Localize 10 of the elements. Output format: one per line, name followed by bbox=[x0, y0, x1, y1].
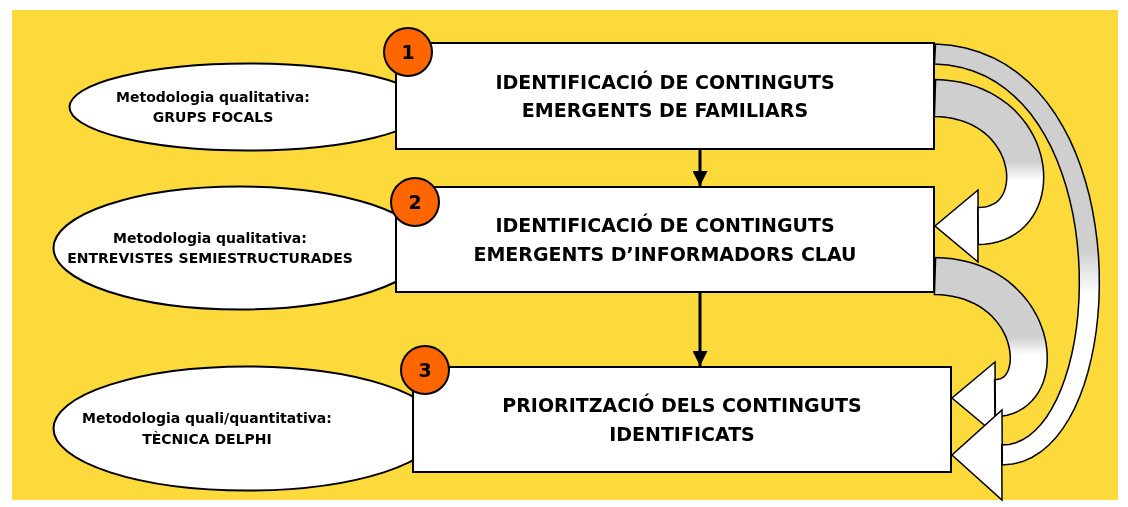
arrow bbox=[692, 150, 708, 186]
method-name-label: GRUPS FOCALS bbox=[152, 108, 274, 127]
method-type-label: Metodologia qualitativa: bbox=[116, 87, 310, 107]
method-type-label: Metodologia qualitativa: bbox=[113, 228, 307, 248]
method-name-label: TÈCNICA DELPHI bbox=[142, 429, 272, 449]
method-type-label: Metodologia quali/quantitativa: bbox=[82, 409, 332, 429]
curved-block-arrow bbox=[933, 43, 1101, 502]
method-name-label: ENTREVISTES SEMIESTRUCTURADES bbox=[67, 249, 353, 268]
curved-block-arrow bbox=[933, 78, 1045, 264]
arrow bbox=[692, 293, 708, 366]
